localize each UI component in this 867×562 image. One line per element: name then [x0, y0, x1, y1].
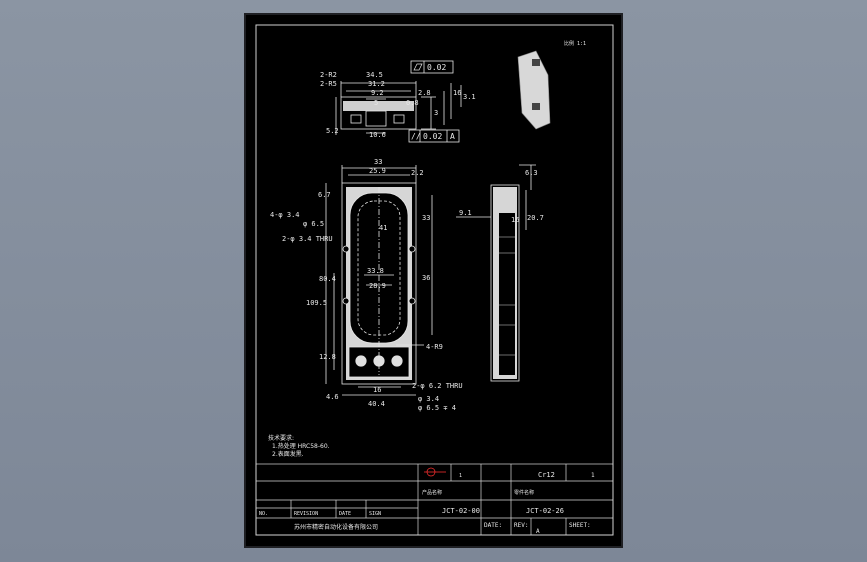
front-view: [325, 165, 433, 396]
iso-note: 比例 1:1: [564, 40, 586, 47]
dim-10-6: 10.6: [369, 131, 386, 139]
part-name: 零件名称: [514, 489, 534, 496]
fcf-parallel: // 0.02 A: [408, 129, 460, 143]
drawing-sheet: 34.5 31.2 9.2 2-R2 2-R5 5 0.8 2.8 3 16 3…: [244, 13, 623, 548]
svg-text:80.4: 80.4: [319, 275, 336, 283]
svg-text:6.7: 6.7: [318, 191, 331, 199]
svg-text:1.热处理 HRC58-60.: 1.热处理 HRC58-60.: [272, 442, 330, 450]
fcf-flatness: 0.02: [410, 60, 454, 74]
front-view-dims: 33 25.9 2.2 6.7 33 41 33.8 28.9 36 80.4 …: [270, 158, 463, 412]
svg-text:φ 6.5 ∓ 4: φ 6.5 ∓ 4: [418, 404, 456, 412]
svg-text:20.7: 20.7: [527, 214, 544, 222]
dim-2-r2: 2-R2: [320, 71, 337, 79]
svg-text:33: 33: [374, 158, 382, 166]
svg-text:4-R9: 4-R9: [426, 343, 443, 351]
svg-text:25.9: 25.9: [369, 167, 386, 175]
assembly-no: JCT-02-00: [442, 507, 480, 515]
side-view-dims: 6.3 20.7 9.1 16: [459, 169, 544, 224]
sheet-label: SHEET:: [569, 522, 591, 529]
dim-5: 5: [374, 99, 378, 107]
svg-text:2-φ 3.4 THRU: 2-φ 3.4 THRU: [282, 235, 333, 243]
rev-value: A: [536, 528, 540, 535]
dim-0-8: 0.8: [406, 99, 419, 107]
svg-text:12.8: 12.8: [319, 353, 336, 361]
title-block-text: Cr12 1 1 产品名称 零件名称 JCT-02-00 JCT-02-26 D…: [259, 471, 595, 535]
dim-3-1: 3.1: [463, 93, 476, 101]
svg-text:0.02: 0.02: [427, 63, 446, 72]
svg-text:16: 16: [373, 386, 381, 394]
svg-text:技术要求:: 技术要求:: [268, 434, 294, 442]
svg-text:4-φ 3.4: 4-φ 3.4: [270, 211, 300, 219]
side-view: [456, 164, 536, 382]
dim-2-8: 2.8: [418, 89, 431, 97]
svg-text:2.表面发黑.: 2.表面发黑.: [272, 450, 304, 458]
svg-text:41: 41: [379, 224, 387, 232]
tech-notes: 技术要求: 1.热处理 HRC58-60. 2.表面发黑.: [268, 434, 330, 458]
top-view-dims: 34.5 31.2 9.2 2-R2 2-R5 5 0.8 2.8 3 16 3…: [320, 71, 476, 139]
inner-frame: [255, 24, 614, 536]
parallel-icon: //: [411, 132, 421, 141]
svg-text:33.8: 33.8: [367, 267, 384, 275]
qty: 1: [591, 472, 595, 479]
dim-5-2: 5.2: [326, 127, 339, 135]
svg-text:φ 3.4: φ 3.4: [418, 395, 439, 403]
svg-text:40.4: 40.4: [368, 400, 385, 408]
title-block: [255, 463, 614, 536]
svg-text:A: A: [450, 132, 455, 141]
top-view: [335, 81, 462, 135]
svg-text:2-φ 6.2 THRU: 2-φ 6.2 THRU: [412, 382, 463, 390]
cad-drawing: 34.5 31.2 9.2 2-R2 2-R5 5 0.8 2.8 3 16 3…: [255, 24, 614, 536]
company-name: 苏州市精密自动化设备有限公司: [294, 523, 378, 531]
date-col: DATE: [339, 511, 351, 517]
iso-view: 比例 1:1: [517, 40, 586, 130]
dim-3: 3: [434, 109, 438, 117]
drawing-no: JCT-02-26: [526, 507, 564, 515]
svg-text:16: 16: [511, 216, 519, 224]
dim-34-5: 34.5: [366, 71, 383, 79]
svg-text:6.3: 6.3: [525, 169, 538, 177]
dim-16: 16: [453, 89, 461, 97]
dim-31-2: 31.2: [368, 80, 385, 88]
date-label: DATE:: [484, 522, 502, 529]
rev-label: REV:: [514, 522, 528, 529]
front-view-outline: [341, 182, 417, 385]
svg-text:109.5: 109.5: [306, 299, 327, 307]
svg-text:2.2: 2.2: [411, 169, 424, 177]
svg-text:4.6: 4.6: [326, 393, 339, 401]
scale: 1: [459, 473, 462, 479]
revision-col: REVISION: [294, 511, 318, 517]
dim-9-2: 9.2: [371, 89, 384, 97]
product-name: 产品名称: [422, 489, 442, 496]
top-view-outline: [340, 96, 417, 130]
svg-text:φ 6.5: φ 6.5: [303, 220, 324, 228]
svg-text:36: 36: [422, 274, 430, 282]
svg-text:33: 33: [422, 214, 430, 222]
dim-2-r5: 2-R5: [320, 80, 337, 88]
svg-text:0.02: 0.02: [423, 132, 442, 141]
material: Cr12: [538, 471, 555, 479]
side-view-outline: [490, 184, 520, 382]
flatness-icon: [413, 63, 423, 71]
svg-text:28.9: 28.9: [369, 282, 386, 290]
sign-col: SIGN: [369, 511, 381, 517]
svg-text:9.1: 9.1: [459, 209, 472, 217]
no-col: NO.: [259, 511, 268, 517]
